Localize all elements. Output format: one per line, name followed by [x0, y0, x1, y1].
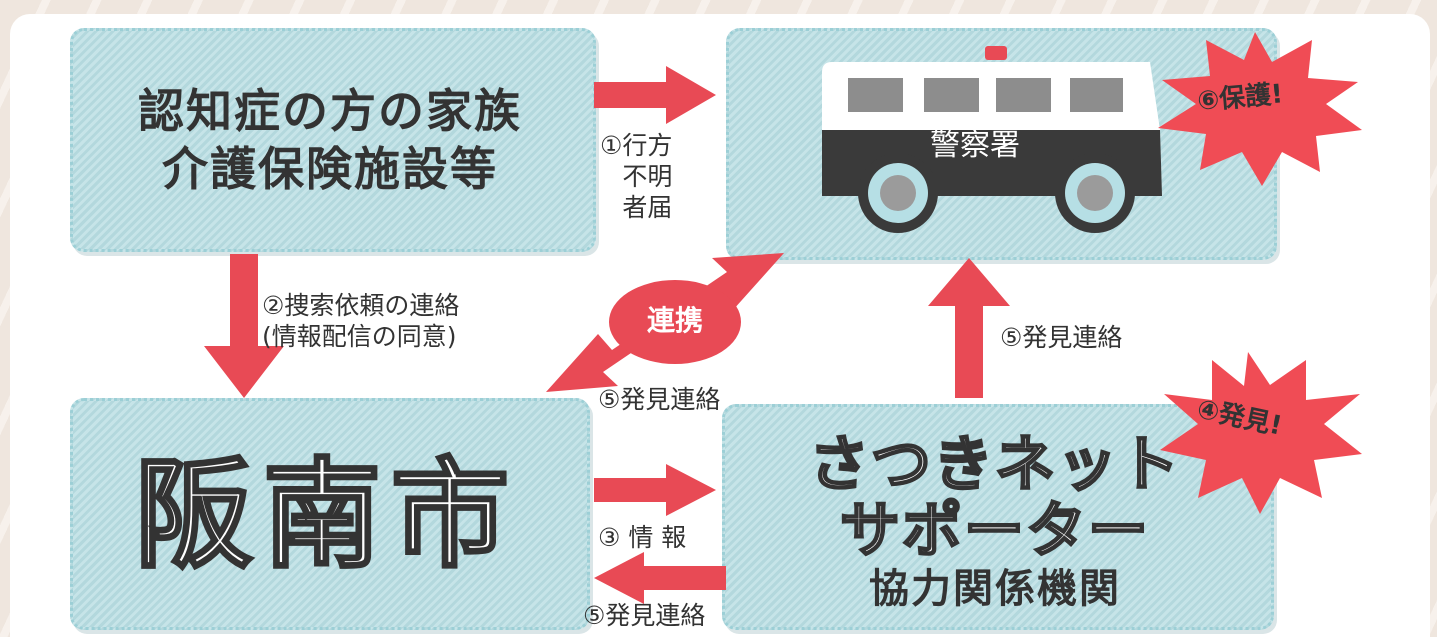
missing-report-label: ①行方 不明 者届 [600, 130, 672, 223]
family-node-line1: 認知症の方の家族 [138, 84, 522, 138]
family-node-line2: 介護保険施設等 [162, 142, 498, 196]
search-request-line1: ②捜索依頼の連絡 [262, 291, 460, 320]
family-node-title: 認知症の方の家族 介護保険施設等 [70, 82, 590, 198]
protect-burst-shape [1158, 32, 1362, 186]
found-report-right-label: ⑤発見連絡 [1000, 323, 1123, 352]
police-car-icon [822, 46, 1162, 233]
city-node-label: 阪南市 [133, 446, 519, 584]
arrow-supporters-to-city [594, 552, 726, 604]
coordination-badge-shape [609, 280, 741, 364]
search-request-line2: (情報配信の同意) [262, 322, 457, 351]
found-report-bottom-label: ⑤発見連絡 [583, 601, 706, 630]
family-node [70, 28, 596, 252]
protect-burst-label: ⑥保護! [1196, 79, 1285, 117]
found-burst-shape [1160, 352, 1362, 514]
supporters-node-line1: さつきネット [808, 430, 1181, 500]
supporters-node-line3: 協力関係機関 [869, 566, 1121, 612]
city-node [70, 398, 590, 630]
police-node-label: 警察署 [930, 128, 1020, 163]
missing-report-line1: ①行方 [600, 131, 673, 160]
missing-report-line3: 者届 [622, 193, 673, 222]
arrow-family-to-police [594, 66, 716, 124]
arrow-city-to-supporters [594, 464, 716, 516]
supporters-node-line2: サポーター [839, 496, 1150, 566]
coordination-label: 連携 [646, 304, 703, 337]
missing-report-line2: 不明 [622, 162, 673, 191]
found-report-center-label: ⑤発見連絡 [598, 385, 721, 414]
search-request-label: ②捜索依頼の連絡 (情報配信の同意) [262, 290, 459, 352]
arrow-family-to-city [204, 254, 284, 398]
arrow-supporters-to-police [928, 258, 1010, 398]
info-label: ③ 情 報 [598, 523, 687, 552]
